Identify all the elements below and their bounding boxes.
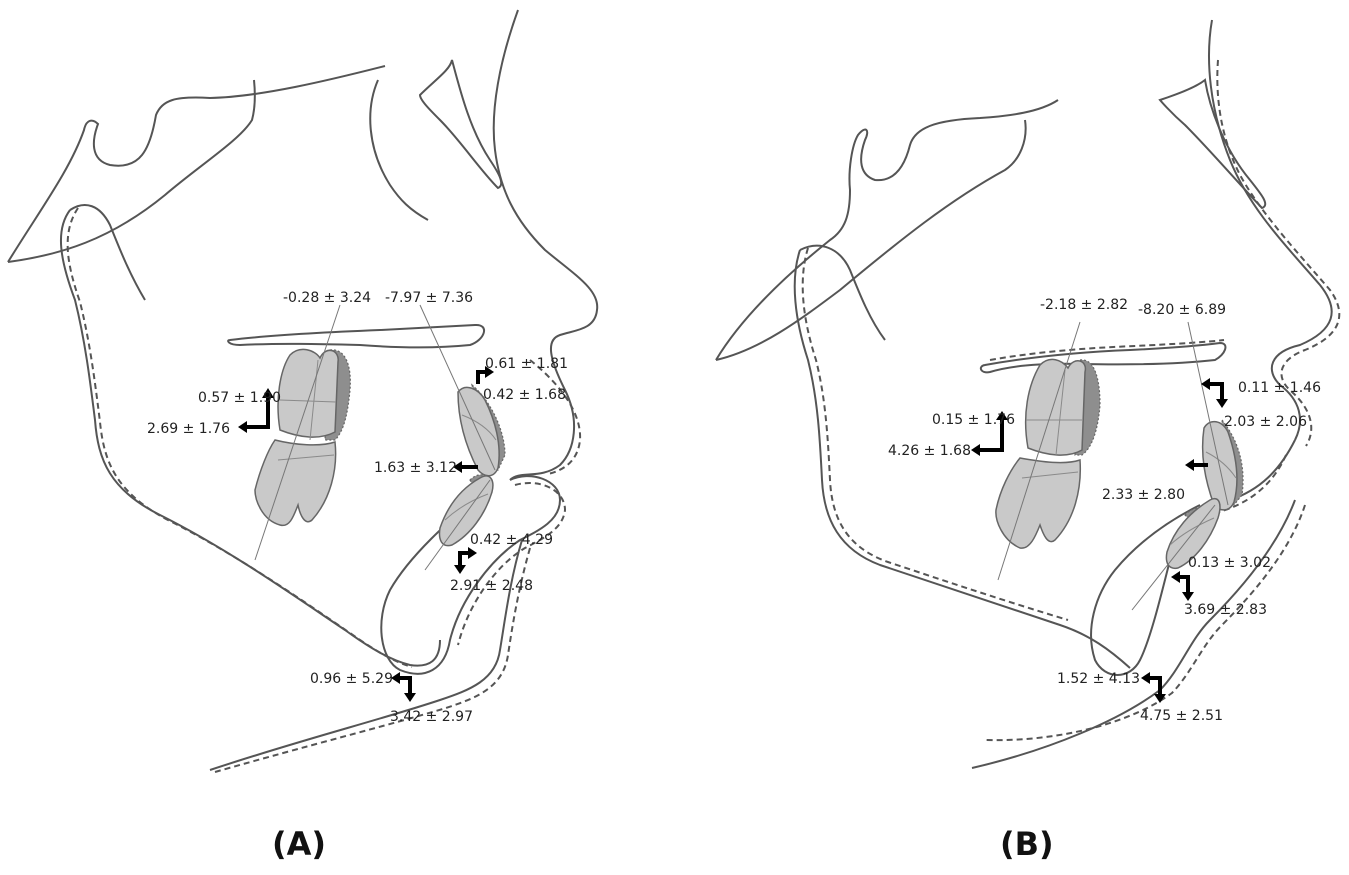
panel-a-upper-incisor-v: 0.61 ± 1.81: [485, 356, 568, 372]
panel-a-incisor-tip-h: 1.63 ± 3.12: [374, 460, 457, 476]
panel-b-upper-incisor-v: 0.11 ± 1.46: [1238, 380, 1321, 396]
panel-a-chin-h: 0.96 ± 5.29: [310, 671, 393, 687]
panel-b-incisor-angle: -8.20 ± 6.89: [1138, 302, 1226, 318]
panel-b-molar-angle: -2.18 ± 2.82: [1040, 297, 1128, 313]
panel-a-arrow-lower-incisor: [460, 553, 468, 565]
panel-b-label: (B): [1000, 825, 1054, 863]
panel-a-molar-h: 2.69 ± 1.76: [147, 421, 230, 437]
panel-b-arrow-chin: [1150, 678, 1160, 694]
panel-b-chin-v: 4.75 ± 2.51: [1140, 708, 1223, 724]
panel-a-label: (A): [272, 825, 326, 863]
panel-a-upper-incisor-h: 0.42 ± 1.68: [483, 387, 566, 403]
panel-a: -0.28 ± 3.24 -7.97 ± 7.36 0.61 ± 1.81 0.…: [8, 10, 597, 863]
panel-a-lower-incisor-h: 2.91 ± 2.48: [450, 578, 533, 594]
panel-b-incisor-tip-h: 2.33 ± 2.80: [1102, 487, 1185, 503]
panel-a-arrow-upper-incisor: [478, 372, 485, 384]
panel-a-molar-angle: -0.28 ± 3.24: [283, 290, 371, 306]
panel-b-lower-incisor-h: 3.69 ± 2.83: [1184, 602, 1267, 618]
panel-b-upper-incisor-h: 2.03 ± 2.06: [1224, 414, 1307, 430]
panel-a-lower-incisor-v: 0.42 ± 4.29: [470, 532, 553, 548]
panel-b-molar-v: 0.15 ± 1.76: [932, 412, 1015, 428]
panel-b-molar-h: 4.26 ± 1.68: [888, 443, 971, 459]
panel-b-lower-incisor-v: 0.13 ± 3.02: [1188, 555, 1271, 571]
panel-a-molar-v: 0.57 ± 1.90: [198, 390, 281, 406]
panel-a-arrow-chin: [400, 678, 410, 693]
panel-b-arrow-upper-incisor: [1210, 384, 1222, 399]
panel-b: -2.18 ± 2.82 -8.20 ± 6.89 0.11 ± 1.46 2.…: [716, 20, 1339, 863]
panel-b-arrow-lower-incisor: [1180, 577, 1188, 592]
panel-a-chin-v: 3.42 ± 2.97: [390, 709, 473, 725]
panel-a-incisor-angle: -7.97 ± 7.36: [385, 290, 473, 306]
panel-b-chin-h: 1.52 ± 4.13: [1057, 671, 1140, 687]
